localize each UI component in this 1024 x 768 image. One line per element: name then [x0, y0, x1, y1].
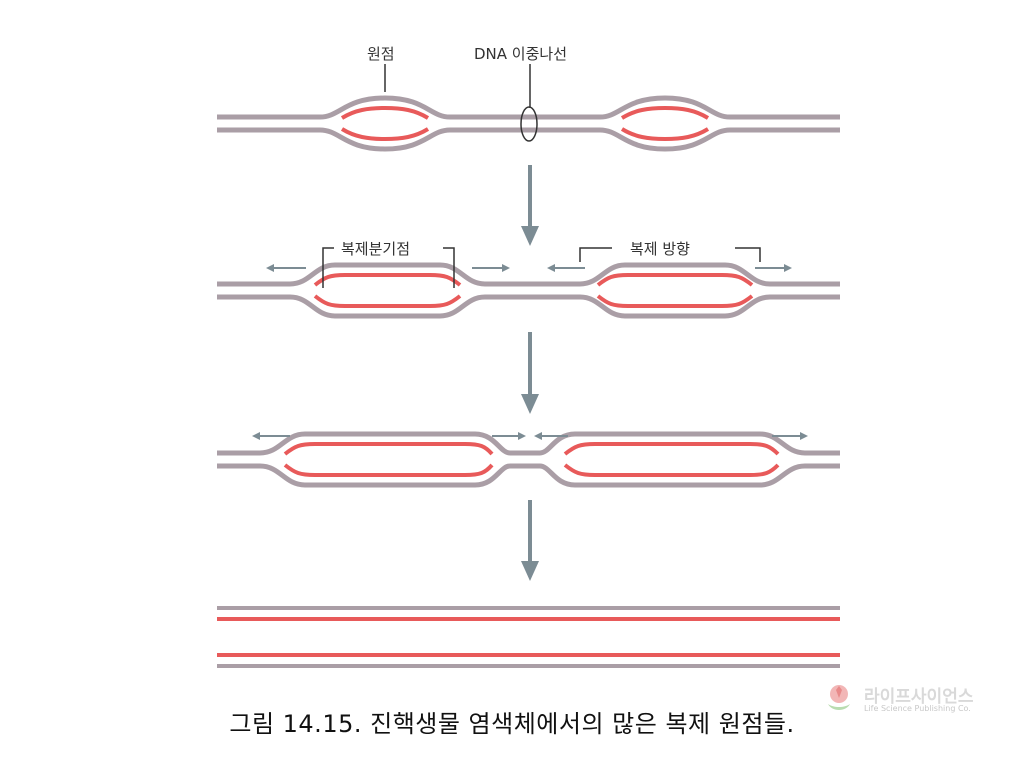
- dna-strand-top: [217, 262, 840, 287]
- new-strand: [313, 294, 462, 308]
- helix-ring: [520, 106, 538, 142]
- replication-direction-label: 복제 방향: [630, 240, 690, 258]
- dna-strand-bottom: [217, 294, 840, 319]
- down-arrow: [521, 500, 539, 581]
- new-strand: [283, 442, 494, 456]
- new-strand: [563, 463, 780, 477]
- new-strand: [313, 273, 462, 287]
- logo-mark-icon: [828, 685, 850, 710]
- new-strand: [620, 105, 710, 120]
- stage-1: [217, 64, 840, 152]
- dna-strand-top: [217, 431, 840, 456]
- stage-3: [217, 431, 840, 488]
- logo-name: 라이프사이언스: [864, 687, 974, 707]
- new-strand: [563, 442, 780, 456]
- new-strand: [620, 127, 710, 142]
- new-strand: [596, 294, 754, 308]
- logo-subtitle: Life Science Publishing Co.: [864, 704, 971, 713]
- new-strand: [283, 463, 494, 477]
- publisher-logo: 라이프사이언스 Life Science Publishing Co.: [822, 680, 1002, 720]
- new-strand: [596, 273, 754, 287]
- fork-bracket: [322, 247, 455, 288]
- figure-caption: 그림 14.15. 진핵생물 염색체에서의 많은 복제 원점들.: [229, 710, 795, 738]
- replication-fork-label: 복제분기점: [341, 240, 411, 258]
- down-arrow: [521, 165, 539, 246]
- down-arrow: [521, 332, 539, 414]
- dna-strand-top: [217, 95, 840, 120]
- direction-bracket: [579, 247, 761, 262]
- stage-4: [217, 606, 840, 668]
- dna-strand-bottom: [217, 127, 840, 152]
- new-strand: [340, 105, 430, 120]
- dna-strand-bottom: [217, 463, 840, 488]
- dna-double-helix-label: DNA 이중나선: [474, 45, 568, 63]
- stage-2: [217, 247, 840, 319]
- origin-label: 원점: [367, 45, 395, 63]
- new-strand: [340, 127, 430, 142]
